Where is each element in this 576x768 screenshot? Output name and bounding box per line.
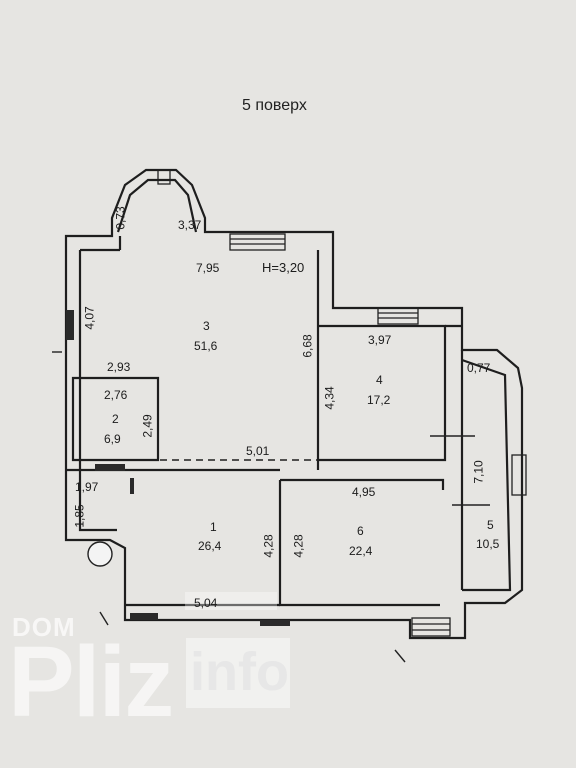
room-4-area: 17,2 bbox=[367, 393, 391, 407]
room-2-number: 2 bbox=[112, 412, 119, 426]
dim-249: 2,49 bbox=[140, 414, 155, 438]
bay-inner bbox=[116, 178, 198, 233]
dim-434: 4,34 bbox=[322, 386, 337, 410]
watermark-info-box: info bbox=[186, 638, 290, 708]
dim-293: 2,93 bbox=[107, 360, 131, 374]
dim-073: 0,73 bbox=[113, 206, 128, 230]
window-top bbox=[229, 233, 286, 251]
dim-185: 1,85 bbox=[72, 504, 87, 528]
dim-495: 4,95 bbox=[352, 485, 376, 499]
dim-668: 6,68 bbox=[300, 334, 315, 358]
watermark-info: info bbox=[190, 642, 289, 702]
dim-276: 2,76 bbox=[104, 388, 128, 402]
post bbox=[130, 478, 134, 494]
column-circle bbox=[87, 541, 113, 567]
room-3-area: 51,6 bbox=[194, 339, 218, 353]
floor-title: 5 поверх bbox=[242, 97, 307, 114]
room4-walls bbox=[318, 324, 447, 462]
room-2-area: 6,9 bbox=[104, 432, 121, 446]
ceiling-height-label: H=3,20 bbox=[262, 260, 305, 275]
watermark-dom: DOM bbox=[12, 612, 76, 642]
room-5-number: 5 bbox=[487, 518, 494, 532]
outer-wall bbox=[64, 168, 524, 640]
room-5-area: 10,5 bbox=[476, 537, 500, 551]
room-4-number: 4 bbox=[376, 373, 383, 387]
room-6-number: 6 bbox=[357, 524, 364, 538]
dim-197: 1,97 bbox=[75, 480, 99, 494]
room-1-number: 1 bbox=[210, 520, 217, 534]
dim-710: 7,10 bbox=[471, 460, 486, 484]
dim-428-left: 4,28 bbox=[261, 534, 276, 558]
window-bottom bbox=[411, 617, 451, 637]
radiator-room6 bbox=[260, 620, 290, 626]
radiator-room2 bbox=[95, 464, 125, 471]
watermark-logo: Pliz bbox=[8, 626, 174, 738]
dim-077: 0,77 bbox=[467, 361, 491, 375]
dim-428-right: 4,28 bbox=[291, 534, 306, 558]
dim-407: 4,07 bbox=[82, 306, 97, 330]
dim-501: 5,01 bbox=[246, 444, 270, 458]
window-room4 bbox=[377, 307, 419, 325]
radiator-left bbox=[66, 310, 74, 340]
radiator-bottom bbox=[130, 613, 158, 620]
dim-504: 5,04 bbox=[194, 596, 218, 610]
vent-right bbox=[511, 454, 527, 496]
dim-397: 3,97 bbox=[368, 333, 392, 347]
bay5-inner bbox=[461, 358, 512, 592]
dim-337: 3,37 bbox=[178, 218, 202, 232]
room-6-area: 22,4 bbox=[349, 544, 373, 558]
right-inner-wall bbox=[445, 324, 464, 590]
room-1-area: 26,4 bbox=[198, 539, 222, 553]
vent-top bbox=[157, 169, 171, 185]
inner-wall-line bbox=[78, 236, 122, 532]
dim-795: 7,95 bbox=[196, 261, 220, 275]
room2-walls bbox=[71, 376, 160, 462]
room-3-number: 3 bbox=[203, 319, 210, 333]
